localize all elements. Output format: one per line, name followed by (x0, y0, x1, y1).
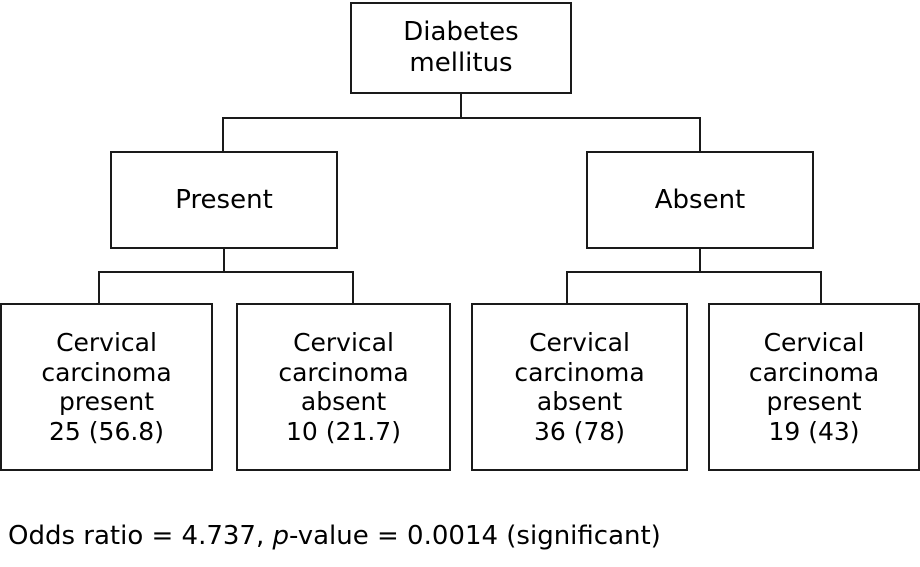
node-leaf-3-value: 36 (78) (533, 416, 626, 446)
node-leaf-1-line2: carcinoma (41, 357, 172, 387)
node-leaf-1-line3: present (58, 387, 155, 416)
node-branch-present: Present (110, 151, 338, 249)
node-leaf-3: Cervical carcinoma absent 36 (78) (471, 303, 688, 471)
connector-absent-stem (699, 247, 701, 273)
node-leaf-3-line3: absent (536, 387, 623, 416)
connector-present-bus (98, 271, 354, 273)
connector-drop-leaf-1 (98, 271, 100, 305)
connector-drop-leaf-2 (352, 271, 354, 305)
node-leaf-1-line1: Cervical (56, 328, 157, 357)
node-leaf-4-value: 19 (43) (768, 416, 860, 446)
node-leaf-4: Cervical carcinoma present 19 (43) (708, 303, 920, 471)
statistics-caption: Odds ratio = 4.737, p-value = 0.0014 (si… (8, 521, 661, 551)
node-root-line2: mellitus (409, 48, 513, 78)
node-branch-absent: Absent (586, 151, 814, 249)
connector-drop-leaf-4 (820, 271, 822, 305)
connector-drop-present (222, 117, 224, 153)
node-leaf-4-line2: carcinoma (748, 357, 880, 387)
caption-p-value: -value = 0.0014 (significant) (289, 521, 661, 551)
node-branch-present-label: Present (175, 184, 273, 215)
connector-root-stem (460, 92, 462, 119)
connector-drop-leaf-3 (566, 271, 568, 305)
connector-present-stem (223, 247, 225, 273)
caption-odds-ratio: Odds ratio = 4.737, (8, 521, 273, 551)
node-leaf-2-value: 10 (21.7) (286, 416, 401, 446)
node-branch-absent-label: Absent (654, 184, 746, 215)
node-leaf-3-line1: Cervical (529, 328, 630, 357)
caption-p-symbol: p (272, 521, 290, 551)
connector-absent-bus (566, 271, 822, 273)
node-leaf-3-line2: carcinoma (514, 357, 645, 387)
node-leaf-2-line1: Cervical (293, 328, 394, 357)
node-leaf-2: Cervical carcinoma absent 10 (21.7) (236, 303, 451, 471)
node-root-diabetes-mellitus: Diabetes mellitus (350, 2, 572, 94)
node-leaf-2-line2: carcinoma (278, 357, 409, 387)
connector-level1-bus (222, 117, 701, 119)
connector-drop-absent (699, 117, 701, 153)
node-leaf-4-line3: present (766, 387, 862, 416)
node-leaf-4-line1: Cervical (763, 328, 865, 357)
node-leaf-2-line3: absent (300, 387, 387, 416)
node-root-line1: Diabetes (403, 17, 519, 48)
node-leaf-1: Cervical carcinoma present 25 (56.8) (0, 303, 213, 471)
node-leaf-1-value: 25 (56.8) (49, 416, 164, 446)
